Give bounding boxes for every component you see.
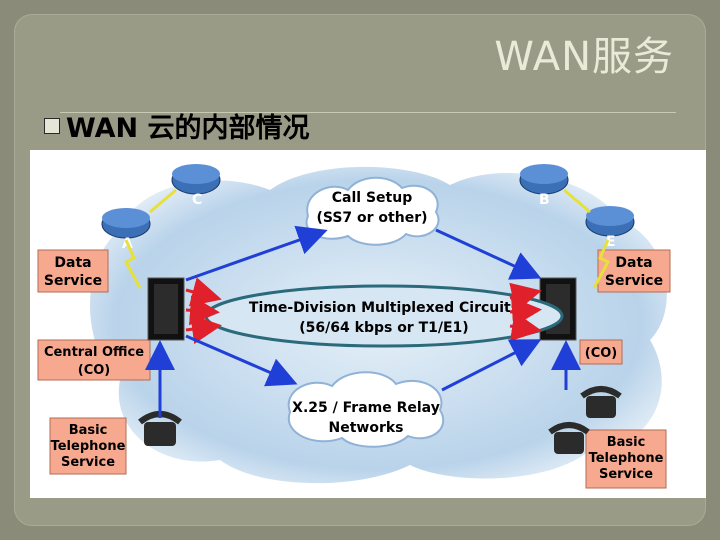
blue-arrow-to-call-setup: [185, 225, 328, 282]
blue-arrow-to-x25: [185, 334, 298, 387]
left-lightning-link: [123, 239, 142, 289]
right-lightning-link: [592, 239, 611, 289]
tdm-line1: Time-Division Multiplexed Circuits: [249, 300, 519, 316]
left-central-office-line1: Central Office: [44, 345, 144, 360]
red-arrow-right-2: [509, 296, 542, 327]
x25-line2: Networks: [328, 420, 403, 436]
call-setup-line1: Call Setup: [332, 190, 412, 206]
left-basic-telephone-line1: Basic: [69, 423, 108, 438]
right-data-service-line1: Data: [615, 255, 652, 271]
router-c: C: [171, 164, 221, 208]
left-data-service-box: Data Service: [37, 249, 109, 293]
right-co-label: (CO): [585, 346, 617, 361]
call-setup-cloud: Call Setup (SS7 or other): [305, 176, 440, 246]
bullet-row: WAN 云的内部情况: [44, 106, 309, 145]
right-telephone-icon-1: [580, 386, 622, 418]
left-central-office-line2: (CO): [78, 363, 110, 378]
right-co-box: (CO): [579, 339, 623, 365]
router-a-c-link: [149, 188, 177, 214]
red-arrow-right-3: [509, 311, 542, 342]
left-basic-telephone-line3: Service: [61, 455, 115, 470]
bullet-text: WAN 云的内部情况: [66, 113, 310, 144]
router-c-label: C: [192, 192, 202, 208]
wan-diagram-svg: Data Service Central Office (CO) Basic T…: [37, 164, 671, 489]
router-b-label: B: [539, 192, 550, 208]
title-divider: [60, 112, 676, 113]
left-central-office-box: Central Office (CO): [37, 339, 151, 381]
blue-arrow-x25-to-right: [441, 339, 542, 392]
right-data-service-line2: Service: [605, 273, 663, 289]
wan-diagram: Data Service Central Office (CO) Basic T…: [30, 150, 706, 498]
bullet-marker: [44, 117, 60, 134]
left-basic-telephone-line2: Telephone: [51, 439, 126, 454]
right-basic-telephone-line2: Telephone: [589, 451, 664, 466]
left-basic-telephone-box: Basic Telephone Service: [49, 417, 127, 475]
x25-line1: X.25 / Frame Relay: [292, 400, 440, 416]
left-data-service-line2: Service: [44, 273, 102, 289]
right-data-service-box: Data Service: [597, 249, 671, 293]
left-co-switch-face: [154, 284, 178, 334]
red-arrow-left-2: [185, 295, 220, 326]
right-telephone-icon-2: [548, 422, 590, 454]
router-b-e-link: [563, 188, 591, 214]
right-basic-telephone-line3: Service: [599, 467, 653, 482]
tdm-cloud: Time-Division Multiplexed Circuits (56/6…: [204, 284, 564, 348]
router-b: B: [519, 164, 569, 208]
tdm-line2: (56/64 kbps or T1/E1): [299, 320, 468, 336]
blue-arrow-call-setup-to-right: [435, 228, 542, 280]
router-e-label: E: [606, 234, 616, 250]
right-basic-telephone-line1: Basic: [607, 435, 646, 450]
router-e: E: [585, 206, 635, 250]
red-arrow-left-3: [185, 314, 222, 345]
right-basic-telephone-box: Basic Telephone Service: [585, 429, 667, 489]
slide-title: WAN服务: [494, 34, 674, 80]
left-data-service-line1: Data: [54, 255, 91, 271]
call-setup-line2: (SS7 or other): [316, 210, 427, 226]
x25-cloud: X.25 / Frame Relay Networks: [287, 371, 445, 448]
